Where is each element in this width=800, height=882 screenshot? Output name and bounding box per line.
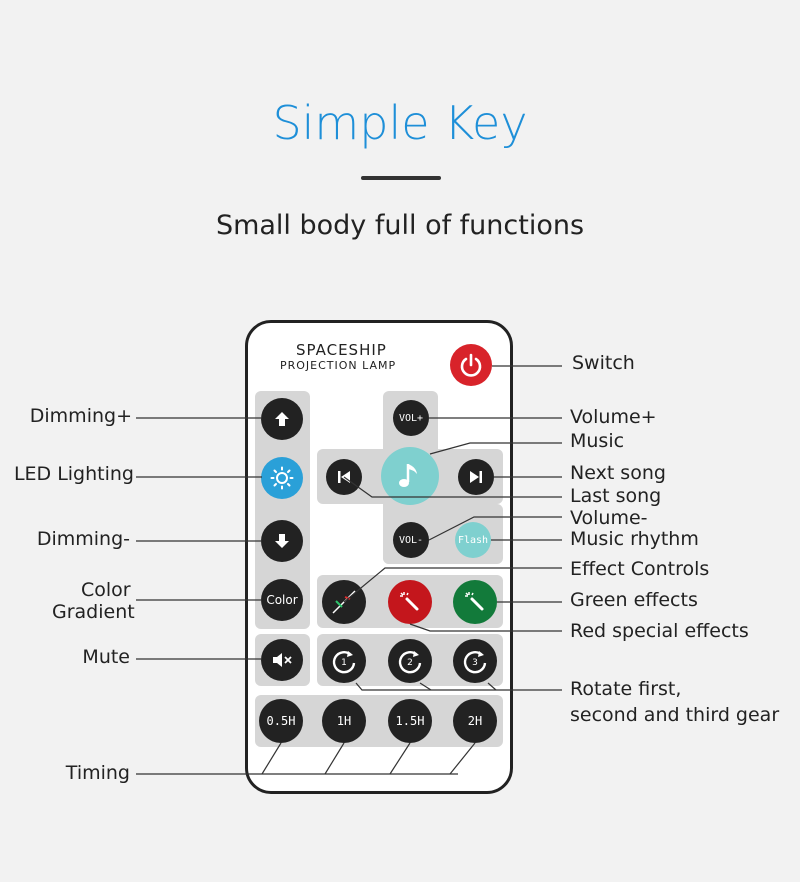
page-title: Simple Key (272, 96, 528, 150)
timer-label: 1.5H (395, 714, 425, 728)
label-rotate-line2: second and third gear (570, 704, 780, 726)
mute-icon (273, 653, 292, 667)
flash-label: Flash (457, 534, 489, 546)
label-switch: Switch (572, 352, 635, 374)
timer-label: 1H (336, 714, 352, 728)
color-gradient-button[interactable]: Color (261, 579, 303, 621)
volume-up-button[interactable]: VOL+ (393, 400, 429, 436)
label-music: Music (570, 430, 625, 452)
sun-icon (270, 466, 294, 490)
label-timing: Timing (65, 762, 130, 784)
label-color: Color (81, 579, 131, 601)
wand-icon (465, 592, 484, 611)
power-button[interactable] (450, 344, 492, 386)
rotate-1-icon: 1 (332, 650, 356, 674)
rotate-third-button[interactable]: 3 (453, 639, 497, 683)
timer-0-5h-button[interactable]: 0.5H (259, 699, 303, 743)
label-red-effects: Red special effects (570, 620, 749, 642)
arrow-up-icon (275, 412, 289, 426)
label-gradient: Gradient (52, 601, 135, 623)
next-icon (470, 471, 482, 483)
page-subtitle: Small body full of functions (215, 210, 585, 241)
music-rhythm-button[interactable]: Flash (455, 522, 491, 558)
label-dimming-minus: Dimming- (36, 528, 130, 550)
red-effects-button[interactable] (388, 580, 432, 624)
timer-2h-button[interactable]: 2H (453, 699, 497, 743)
vol-minus-label: VOL- (398, 534, 424, 546)
music-button[interactable] (381, 447, 439, 505)
svg-text:1: 1 (341, 658, 347, 668)
vol-plus-label: VOL+ (398, 412, 424, 424)
label-volume-minus: Volume- (570, 507, 648, 529)
svg-text:2: 2 (407, 658, 413, 668)
dimming-plus-button[interactable] (261, 398, 303, 440)
title-divider (361, 176, 441, 180)
color-button-label: Color (266, 593, 298, 607)
wand-icon (400, 592, 419, 611)
label-green-effects: Green effects (570, 589, 698, 611)
arrow-down-icon (275, 534, 289, 548)
rotate-second-button[interactable]: 2 (388, 639, 432, 683)
next-song-button[interactable] (458, 459, 494, 495)
label-music-rhythm: Music rhythm (570, 528, 699, 550)
brand-subtitle: PROJECTION LAMP (280, 359, 397, 372)
brand-name: SPACESHIP (296, 341, 387, 359)
label-rotate-line1: Rotate first, (570, 678, 682, 700)
power-icon (460, 353, 482, 377)
rotate-first-button[interactable]: 1 (322, 639, 366, 683)
green-effects-button[interactable] (453, 580, 497, 624)
label-next-song: Next song (570, 462, 666, 484)
label-volume-plus: Volume+ (570, 406, 657, 428)
label-dimming-plus: Dimming+ (29, 405, 132, 427)
music-note-icon (399, 464, 417, 487)
timer-1-5h-button[interactable]: 1.5H (388, 699, 432, 743)
label-effect-controls: Effect Controls (570, 558, 710, 580)
svg-text:3: 3 (472, 658, 478, 668)
label-mute: Mute (82, 646, 130, 668)
volume-down-button[interactable]: VOL- (393, 522, 429, 558)
label-led-lighting: LED Lighting (13, 463, 134, 485)
led-lighting-button[interactable] (261, 457, 303, 499)
dimming-minus-button[interactable] (261, 520, 303, 562)
rotate-3-icon: 3 (463, 650, 487, 674)
label-last-song: Last song (570, 485, 662, 507)
mute-button[interactable] (261, 639, 303, 681)
timer-label: 0.5H (266, 714, 296, 728)
timer-1h-button[interactable]: 1H (322, 699, 366, 743)
timer-label: 2H (467, 714, 483, 728)
rotate-2-icon: 2 (398, 650, 422, 674)
